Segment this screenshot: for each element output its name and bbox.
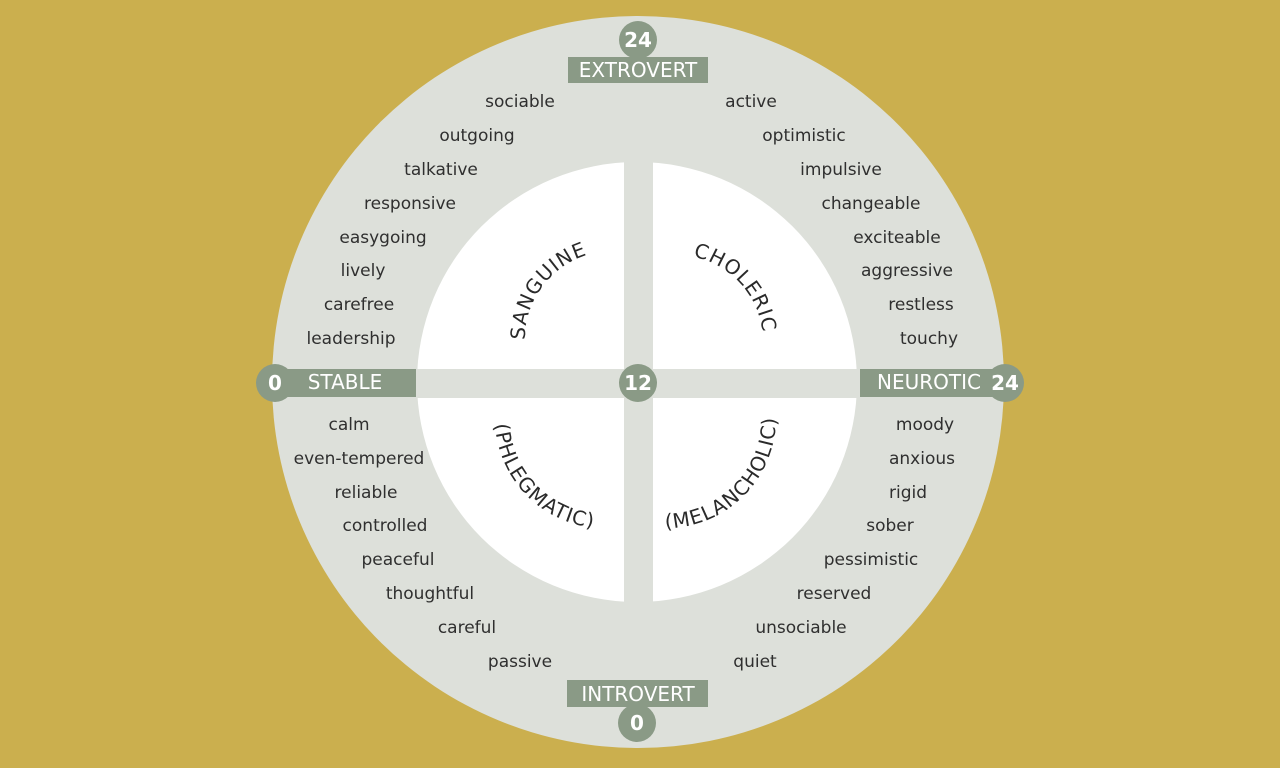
trait-word: moody [896,415,954,435]
trait-word: passive [488,652,552,672]
traits-bottom-left: calm even-tempered reliable controlled peace… [294,415,552,672]
trait-word: reserved [797,584,872,604]
extrovert-value: 24 [624,28,652,52]
neurotic-label-box [860,369,1005,397]
trait-word: leadership [307,329,396,349]
trait-word: easygoing [339,228,426,248]
trait-word: even-tempered [294,449,425,469]
trait-word: touchy [900,329,958,349]
extrovert-label-box [568,57,708,83]
center-number-badge [619,364,657,402]
trait-word: sober [866,516,914,536]
trait-word: calm [328,415,369,435]
introvert-axis-marker: INTROVERT 0 [567,680,708,742]
trait-word: exciteable [853,228,941,248]
traits-top-right: active optimistic impulsive changeable excit… [725,92,958,349]
trait-word: active [725,92,777,112]
extrovert-label: EXTROVERT [579,58,698,82]
trait-word: peaceful [362,550,435,570]
center-value: 12 [624,371,652,395]
trait-word: restless [888,295,954,315]
trait-word: talkative [404,160,478,180]
trait-word: aggressive [861,261,953,281]
trait-word: carefree [324,295,394,315]
stable-value: 0 [268,371,282,395]
trait-word: lively [341,261,386,281]
trait-word: rigid [889,483,927,503]
trait-word: pessimistic [824,550,919,570]
stable-label-box [272,369,416,397]
trait-word: unsociable [755,618,846,638]
trait-word: impulsive [800,160,882,180]
trait-word: quiet [733,652,777,672]
stable-axis-marker: 0 STABLE [256,364,416,402]
neurotic-number-badge [986,364,1024,402]
trait-word: sociable [485,92,555,112]
stable-number-badge [256,364,294,402]
trait-word: outgoing [439,126,514,146]
trait-word: optimistic [762,126,845,146]
traits-top-left: sociable outgoing talkative responsive easyg… [307,92,555,349]
trait-word: thoughtful [386,584,474,604]
introvert-label-box [567,680,708,707]
trait-word: responsive [364,194,456,214]
introvert-number-badge [618,704,656,742]
neurotic-label: NEUROTIC [877,370,981,394]
trait-word: controlled [343,516,428,536]
extrovert-number-badge [619,21,657,59]
trait-word: anxious [889,449,955,469]
trait-word: changeable [822,194,921,214]
introvert-value: 0 [630,711,644,735]
neurotic-axis-marker: 24 NEUROTIC [860,364,1024,402]
extrovert-axis-marker: 24 EXTROVERT [568,21,708,83]
traits-bottom-right: moody anxious rigid sober pessimistic reserve… [733,415,955,672]
trait-word: careful [438,618,496,638]
neurotic-value: 24 [991,371,1019,395]
center-marker: 12 [619,364,657,402]
trait-word: reliable [335,483,398,503]
stable-label: STABLE [308,370,383,394]
introvert-label: INTROVERT [581,682,695,706]
